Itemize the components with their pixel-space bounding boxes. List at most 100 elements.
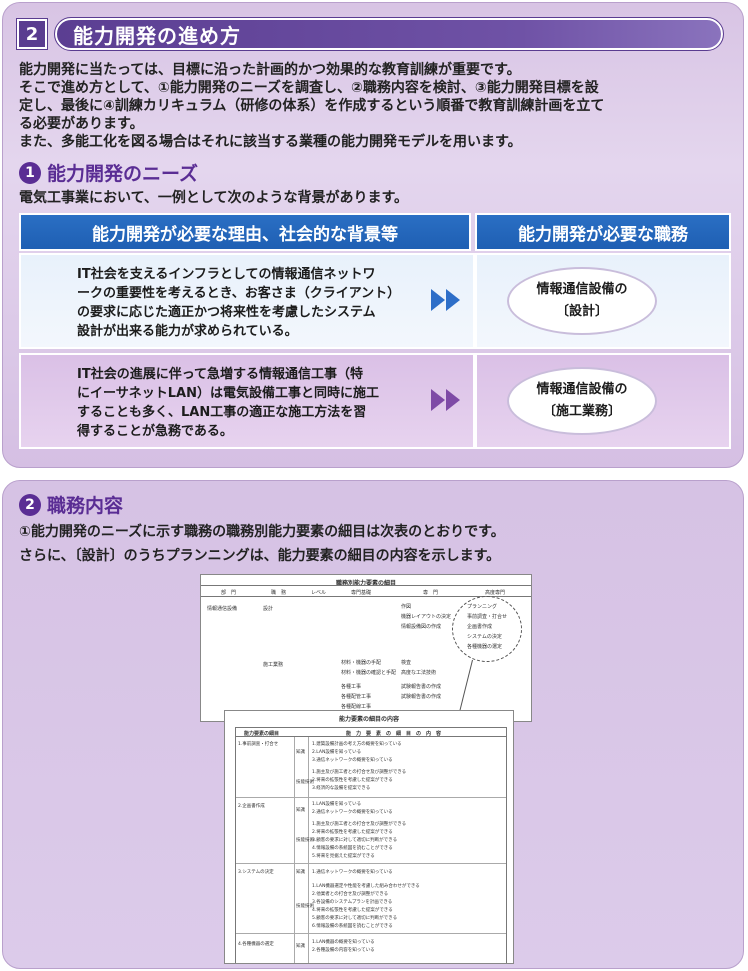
competency-detail-thumbnail: 能力要素の細目の内容 能力要素の細目 能 力 要 素 の 細 目 の 内 容 1… — [224, 710, 514, 964]
intro-line: 定し、最後に④訓練カリキュラム（研修の体系）を作成するという順番で教育訓練計画を… — [19, 98, 605, 114]
doc-cell: 施工業務 — [263, 662, 284, 668]
intro-line: そこで進め方として、①能力開発のニーズを調査し、②職務内容を検討、③能力開発目標… — [19, 80, 599, 96]
doc-cell: 機器レイアウトの決定 — [401, 614, 452, 620]
intro-line: 能力開発に当たっては、目標に沿った計画的かつ効果的な教育訓練が重要です。 — [19, 62, 521, 78]
doc-cell: 3.経済的な設備を提案できる — [312, 786, 371, 791]
needs-table: 能力開発が必要な理由、社会的な背景等 能力開発が必要な職務 IT社会を支えるイン… — [19, 213, 731, 453]
doc-cell: 4.情報設備の系統図を読むことができる — [312, 846, 393, 851]
subsection-title: 能力開発のニーズ — [47, 163, 199, 185]
doc-cell: 技能技術 — [296, 904, 314, 909]
reason-line: 得することが急務である。 — [77, 424, 233, 439]
doc-cell: 1.LAN設備を知っている — [312, 802, 362, 807]
doc-cell: 設計 — [263, 606, 274, 612]
doc-cell: 3.各設備のシステムプランを計画できる — [312, 900, 393, 905]
doc-header-cell: 専門基礎 — [351, 590, 372, 596]
intro-line: る必要があります。 — [19, 116, 144, 132]
doc-cell: 材料・機器の確認と手配 — [341, 670, 397, 676]
section-header: 2 能力開発の進め方 — [16, 17, 724, 51]
column-divider — [473, 355, 477, 447]
doc-cell: 1.LAN機器の概要を知っている — [312, 940, 375, 945]
job-oval: 情報通信設備の 〔設計〕 — [507, 267, 657, 335]
doc-cell: 4.将来の拡張性を考慮した提案ができる — [312, 908, 393, 913]
doc-cell: 2.他業者との打合せ及び調整ができる — [312, 892, 389, 897]
doc-cell: 5.顧客の要求に対して適切に判断ができる — [312, 916, 398, 921]
subsection-number: 1 — [19, 161, 41, 184]
doc-cell: 2.企画書作成 — [238, 804, 265, 809]
doc-cell: 技能技術 — [296, 780, 314, 785]
table-row: IT社会の進展に伴って急増する情報通信工事（特 にイーサネットLAN）は電気設備… — [19, 353, 731, 449]
reason-line: ークの重要性を考えるとき、お客さま（クライアント） — [77, 286, 401, 301]
section-card-process: 2 能力開発の進め方 能力開発に当たっては、目標に沿った計画的かつ効果的な教育訓… — [2, 2, 744, 468]
doc-cell: 1.施主及び施工者との打合せ及び調整ができる — [312, 770, 407, 775]
doc-cell: 知識 — [296, 944, 305, 949]
reason-line: 設計が出来る能力が求められている。 — [77, 324, 298, 339]
doc-cell: 1.施主及び施工者との打合せ及び調整ができる — [312, 822, 407, 827]
reason-line: IT社会の進展に伴って急増する情報通信工事（特 — [77, 367, 364, 382]
doc-cell: 試験報告書の作成 — [401, 694, 442, 700]
reason-line: にイーサネットLAN）は電気設備工事と同時に施工 — [77, 386, 379, 401]
doc-cell: 3.通信ネットワークの概要を知っている — [312, 758, 393, 763]
reason-line: することも多く、LAN工事の適正な施工方法を習 — [77, 405, 367, 420]
doc-cell: 2.将来の拡張性を考慮した提案ができる — [312, 778, 393, 783]
doc-header-cell: 部 門 — [221, 590, 237, 596]
doc-cell: 各種工事 — [341, 684, 362, 690]
doc-title: 能力要素の細目の内容 — [338, 716, 399, 723]
doc-cell: 1.事前調査・打合せ — [238, 742, 279, 747]
subsection-heading-duties: 2 職務内容 — [19, 491, 123, 518]
doc-cell: 1.建築設備計画の考え方の概要を知っている — [312, 742, 402, 747]
table-header-job: 能力開発が必要な職務 — [475, 213, 731, 251]
job-line: 情報通信設備の — [536, 382, 628, 397]
reason-text: IT社会を支えるインフラとしての情報通信ネットワ ークの重要性を考えるとき、お客… — [77, 265, 417, 341]
doc-cell: 2.将来の拡張性を考慮した提案ができる — [312, 830, 393, 835]
doc-body: 1.事前調査・打合せ 知識 技能技術 1.建築設備計画の考え方の概要を知っている… — [235, 737, 507, 963]
subsection-description: 電気工事業において、一例として次のような背景があります。 — [19, 190, 409, 206]
doc-cell: 知識 — [296, 808, 305, 813]
doc-cell: 各種配管工事 — [341, 694, 372, 700]
job-line: 〔設計〕 — [555, 304, 608, 319]
duties-line: さらに、〔設計〕のうちプランニングは、能力要素の細目の内容を示します。 — [19, 548, 501, 564]
doc-header-cell: 専 門 — [423, 590, 439, 596]
section-title: 能力開発の進め方 — [54, 17, 724, 51]
doc-cell: 情報設備図の作成 — [401, 624, 442, 630]
doc-header-cell: レベル — [311, 590, 327, 596]
job-line: 情報通信設備の — [536, 282, 628, 297]
table-row: IT社会を支えるインフラとしての情報通信ネットワ ークの重要性を考えるとき、お客… — [19, 253, 731, 349]
double-arrow-icon — [431, 289, 461, 311]
job-oval: 情報通信設備の 〔施工業務〕 — [507, 367, 657, 435]
doc-cell: 作図 — [401, 604, 412, 610]
doc-cell: 3.システムの決定 — [238, 870, 274, 875]
duties-line: ①能力開発のニーズに示す職務の職務別能力要素の細目は次表のとおりです。 — [19, 524, 505, 540]
table-header-reason: 能力開発が必要な理由、社会的な背景等 — [19, 213, 471, 251]
doc-cell: 3.顧客の要求に対して適切に判断ができる — [312, 838, 398, 843]
doc-cell: 情報通信設備 — [207, 606, 238, 612]
doc-cell: 2.LAN設備を知っている — [312, 750, 362, 755]
doc-cell: 6.情報設備の系統図を読むことができる — [312, 924, 393, 929]
intro-paragraph: 能力開発に当たっては、目標に沿った計画的かつ効果的な教育訓練が重要です。 そこで… — [19, 61, 735, 151]
doc-cell: 1.通信ネットワークの概要を知っている — [312, 870, 393, 875]
reason-line: IT社会を支えるインフラとしての情報通信ネットワ — [77, 267, 376, 282]
double-arrow-icon — [431, 389, 461, 411]
section-number: 2 — [16, 18, 48, 50]
intro-line: また、多能工化を図る場合はそれに該当する業種の能力開発モデルを用います。 — [19, 134, 522, 150]
doc-cell: 検査 — [401, 660, 412, 666]
doc-cell: 技能技術 — [296, 838, 314, 843]
doc-cell: 4.各種機器の選定 — [238, 942, 274, 947]
doc-cell: 5.将来を見据えた提案ができる — [312, 854, 375, 859]
column-divider — [473, 255, 477, 347]
doc-cell: 知識 — [296, 870, 305, 875]
subsection-heading-needs: 1 能力開発のニーズ — [19, 159, 198, 186]
subsection-number: 2 — [19, 493, 41, 516]
doc-cell: 1.LAN機器選定や性能を考慮した組み合わせができる — [312, 884, 420, 889]
doc-cell: 試験報告書の作成 — [401, 684, 442, 690]
reason-text: IT社会の進展に伴って急増する情報通信工事（特 にイーサネットLAN）は電気設備… — [77, 365, 417, 441]
doc-header-cell: 高度専門 — [485, 590, 506, 596]
doc-cell: 2.通信ネットワークの概要を知っている — [312, 810, 393, 815]
doc-header-row: 部 門 職 務 レベル 専門基礎 専 門 高度専門 — [201, 585, 531, 597]
doc-header-cell: 職 務 — [271, 590, 287, 596]
job-line: 〔施工業務〕 — [542, 404, 621, 419]
subsection-title: 職務内容 — [47, 495, 124, 517]
reason-line: の要求に応じた適正かつ将来性を考慮したシステム — [77, 305, 376, 320]
doc-header-cell: 能 力 要 素 の 細 目 の 内 容 — [346, 731, 442, 737]
doc-cell: 2.各種設備の内容を知っている — [312, 948, 375, 953]
doc-cell: 各種配線工事 — [341, 704, 372, 710]
